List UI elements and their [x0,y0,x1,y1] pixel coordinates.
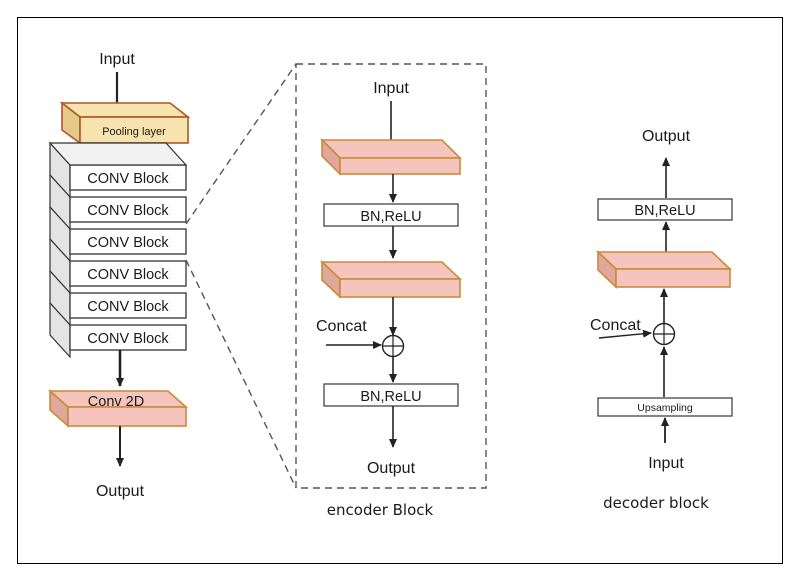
conv-block-5-label: CONV Block [87,299,169,315]
encoder-concat-op [381,334,405,358]
zoom-guide-bottom [185,259,297,489]
decoder-upsampling: Upsampling [597,397,733,417]
decoder-bn-relu: BN,ReLU [597,198,733,221]
encoder-block-frame [295,63,487,489]
decoder-concat-label: Concat [590,317,641,334]
conv2d-label: Conv 2D [88,394,144,410]
left-output-label: Output [96,483,145,500]
encoder-conv-layer-1 [320,138,462,176]
conv-block-5: CONV Block [49,269,187,327]
conv-block-3-label: CONV Block [87,235,169,251]
encoder-bn-relu-2: BN,ReLU [323,383,459,407]
pooling-layer-front [79,116,189,144]
conv-block-2-label: CONV Block [87,203,169,219]
figure-border [17,17,783,564]
conv-block-4: CONV Block [49,237,187,295]
conv-block-stack: CONV Block CONV Block CONV Block CONV Bl… [48,141,188,359]
decoder-input-label: Input [648,455,684,472]
conv-block-6: CONV Block [49,301,187,359]
pooling-layer-top [59,102,191,118]
encoder-bn-relu-2-label: BN,ReLU [360,389,421,405]
encoder-input-label: Input [373,80,409,97]
decoder-output-label: Output [642,128,691,145]
decoder-concat-arrow [598,329,652,339]
zoom-guide-top [185,63,297,225]
encoder-bn-relu-1: BN,ReLU [323,203,459,227]
conv2d-layer: Conv 2D [47,389,189,428]
pooling-layer: Pooling layer [59,101,191,145]
conv-stack-top [48,142,188,166]
encoder-conv-layer-2 [319,260,463,299]
conv-block-2: CONV Block [49,173,187,231]
conv-block-3: CONV Block [49,205,187,263]
encoder-concat-label: Concat [316,318,367,335]
decoder-conv-layer [595,250,733,289]
conv-block-1: CONV Block [49,141,187,199]
decoder-bn-relu-label: BN,ReLU [634,203,695,219]
conv-block-1-label: CONV Block [87,171,169,187]
left-input-label: Input [99,51,135,68]
decoder-caption: decoder block [603,494,709,512]
decoder-upsampling-label: Upsampling [637,402,693,414]
decoder-concat-op [652,322,676,346]
pooling-layer-label: Pooling layer [102,126,166,138]
conv-block-4-label: CONV Block [87,267,169,283]
encoder-output-label: Output [367,460,416,477]
conv-block-6-label: CONV Block [87,331,169,347]
encoder-bn-relu-1-label: BN,ReLU [360,209,421,225]
encoder-caption: encoder Block [327,501,434,519]
